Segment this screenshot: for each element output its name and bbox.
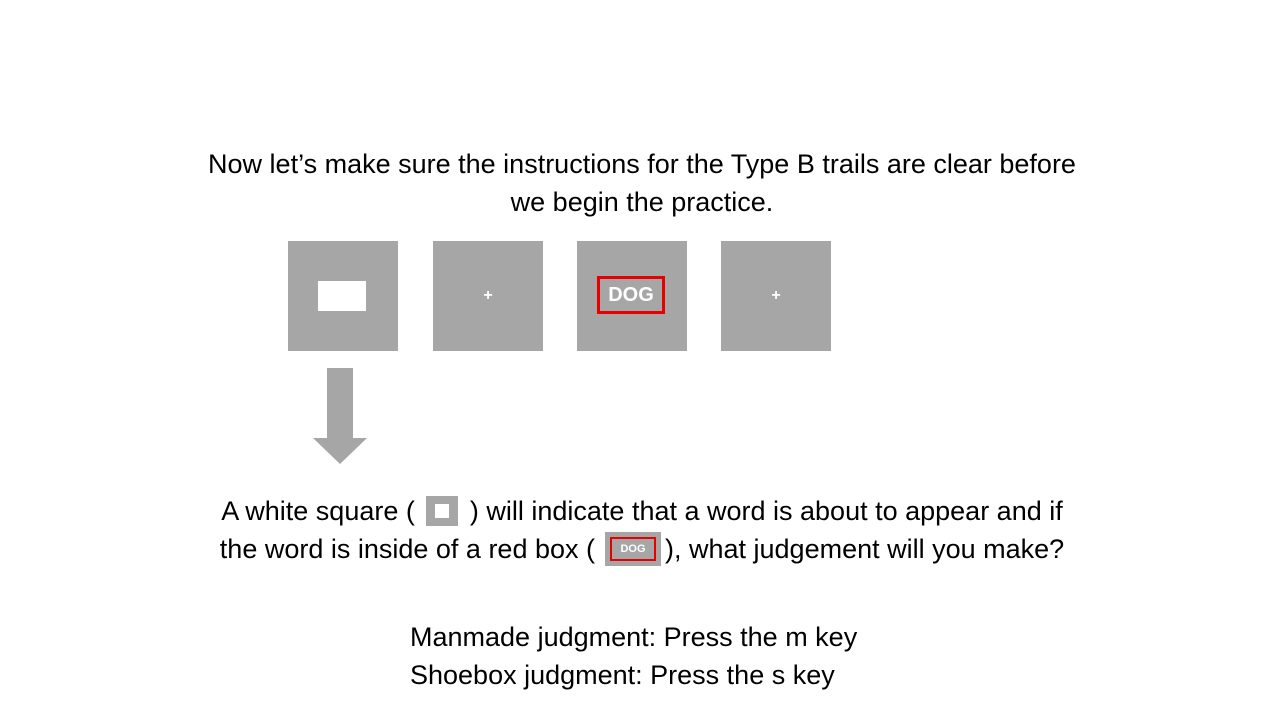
- fixation-cross-2: +: [771, 287, 781, 304]
- red-box-word: DOG: [597, 276, 665, 314]
- inline-word: DOG: [610, 537, 656, 561]
- question-text-2: ) will indicate that a word is about to …: [469, 496, 1063, 526]
- down-arrow-icon: [313, 368, 367, 464]
- instruction-title: Now let’s make sure the instructions for…: [208, 149, 1076, 217]
- question-text-3: the word is inside of a red box (: [219, 534, 595, 564]
- cue-panel: [288, 241, 398, 351]
- shoebox-key-instruction: Shoebox judgment: Press the s key: [410, 660, 835, 690]
- key-instructions: Manmade judgment: Press the m key Shoebo…: [410, 618, 857, 694]
- fixation-panel-1: +: [433, 241, 543, 351]
- word-panel: DOG: [577, 241, 687, 351]
- fixation-cross: +: [483, 287, 493, 304]
- inline-red-box-icon: DOG: [605, 532, 661, 566]
- fixation-panel-2: +: [721, 241, 831, 351]
- question-text-1: A white square (: [221, 496, 415, 526]
- manmade-key-instruction: Manmade judgment: Press the m key: [410, 622, 858, 652]
- white-square-cue: [318, 281, 366, 311]
- instruction-question: A white square ( ) will indicate that a …: [140, 492, 1144, 568]
- question-text-4: ), what judgement will you make?: [665, 534, 1065, 564]
- inline-white-square-icon: [426, 496, 459, 526]
